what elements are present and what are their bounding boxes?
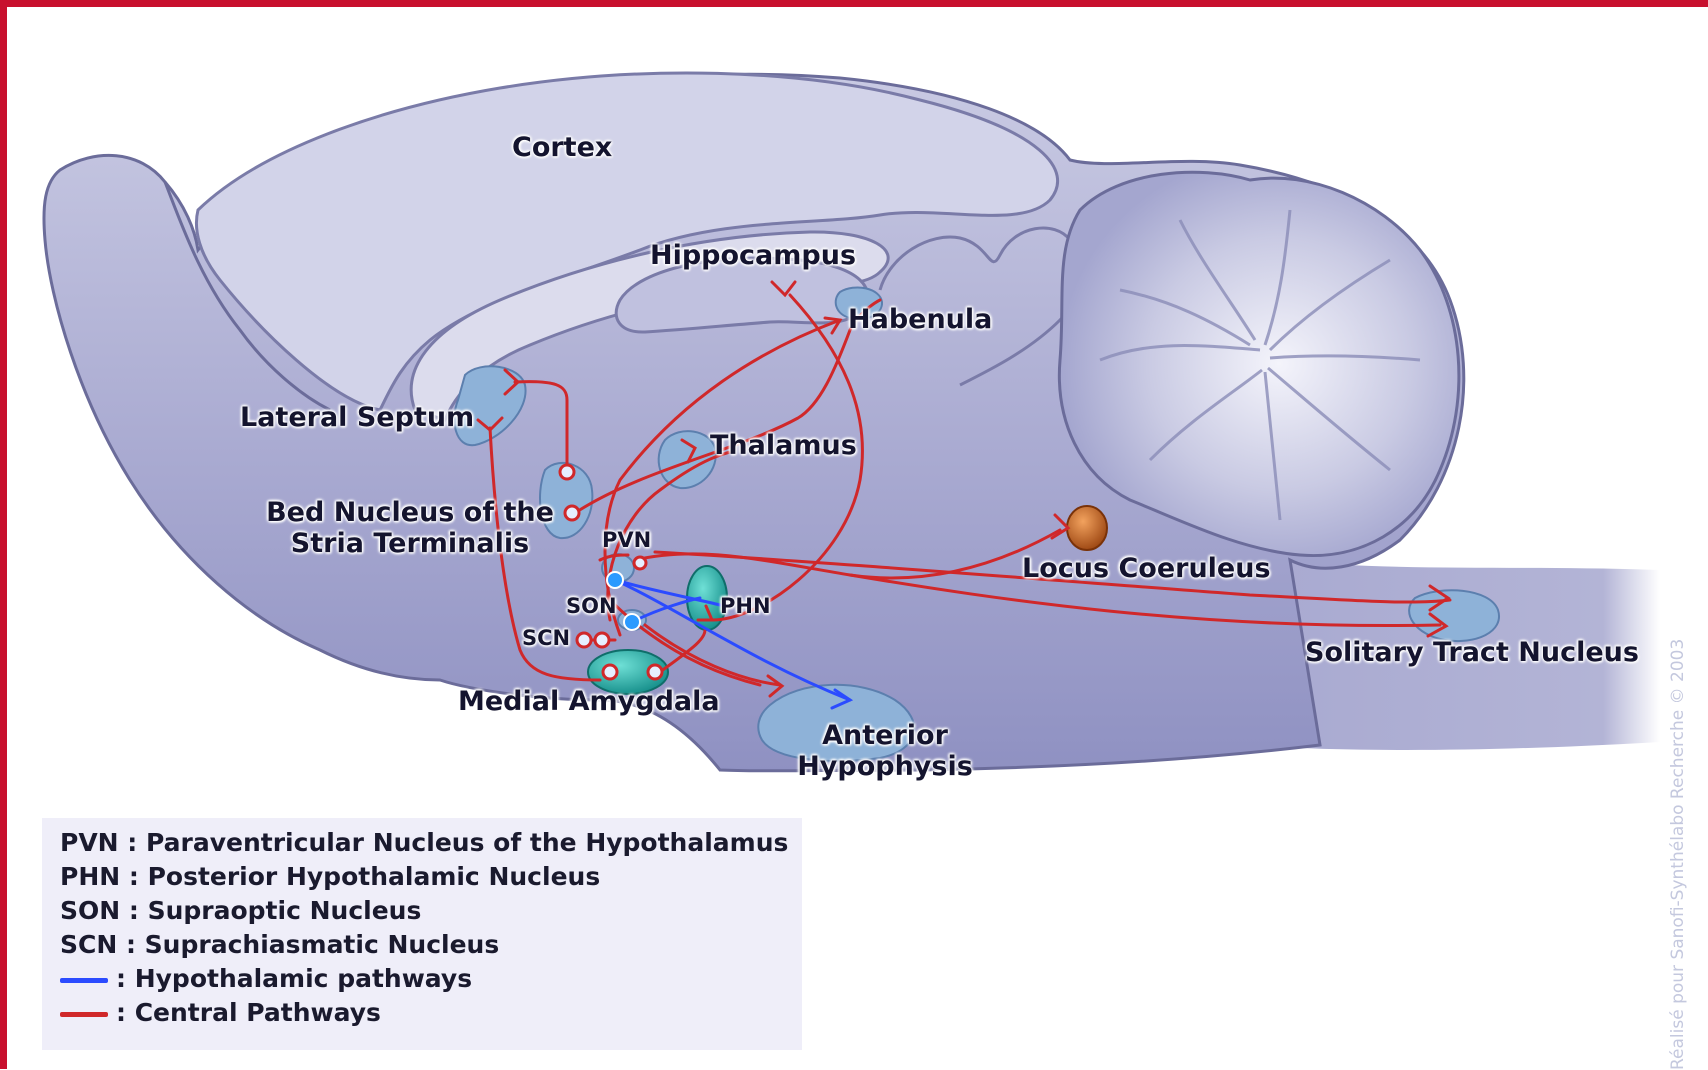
red-line-swatch-icon xyxy=(60,1012,108,1017)
locus-coeruleus-label: Locus Coeruleus xyxy=(1022,553,1271,584)
copyright-credit: Réalisé pour Sanofi-Synthélabo Recherche… xyxy=(1668,639,1688,1070)
cortex-label: Cortex xyxy=(512,132,612,163)
scn-label: SCN xyxy=(522,626,570,650)
locus-coeruleus-nucleus xyxy=(1067,506,1107,550)
phn-label: PHN xyxy=(720,594,771,618)
legend-item-pvn: PVN : Paraventricular Nucleus of the Hyp… xyxy=(60,828,788,857)
bed-nucleus-label: Bed Nucleus of the Stria Terminalis xyxy=(265,497,555,559)
medial-amygdala-label: Medial Amygdala xyxy=(458,686,720,717)
bed-nucleus-label-line2: Stria Terminalis xyxy=(265,528,555,559)
lateral-septum-label: Lateral Septum xyxy=(240,402,474,433)
legend-hypothalamic-text: : Hypothalamic pathways xyxy=(116,964,472,993)
legend-item-son: SON : Supraoptic Nucleus xyxy=(60,896,421,925)
bed-nucleus-label-line1: Bed Nucleus of the xyxy=(265,497,555,528)
hippocampus-label: Hippocampus xyxy=(650,240,856,271)
legend-item-hypothalamic: : Hypothalamic pathways xyxy=(60,964,472,993)
solitary-tract-nucleus-label: Solitary Tract Nucleus xyxy=(1305,637,1639,668)
habenula-label: Habenula xyxy=(848,304,992,335)
anterior-hypophysis-label: Anterior Hypophysis xyxy=(790,720,980,782)
legend-item-scn: SCN : Suprachiasmatic Nucleus xyxy=(60,930,499,959)
legend-item-central: : Central Pathways xyxy=(60,998,381,1027)
legend-central-text: : Central Pathways xyxy=(116,998,381,1027)
blue-line-swatch-icon xyxy=(60,978,108,983)
thalamus-label: Thalamus xyxy=(710,430,857,461)
legend-box: PVN : Paraventricular Nucleus of the Hyp… xyxy=(42,818,802,1050)
anterior-hypophysis-label-line2: Hypophysis xyxy=(790,751,980,782)
son-label: SON xyxy=(566,594,617,618)
pvn-label: PVN xyxy=(602,528,651,552)
legend-item-phn: PHN : Posterior Hypothalamic Nucleus xyxy=(60,862,600,891)
anterior-hypophysis-label-line1: Anterior xyxy=(790,720,980,751)
